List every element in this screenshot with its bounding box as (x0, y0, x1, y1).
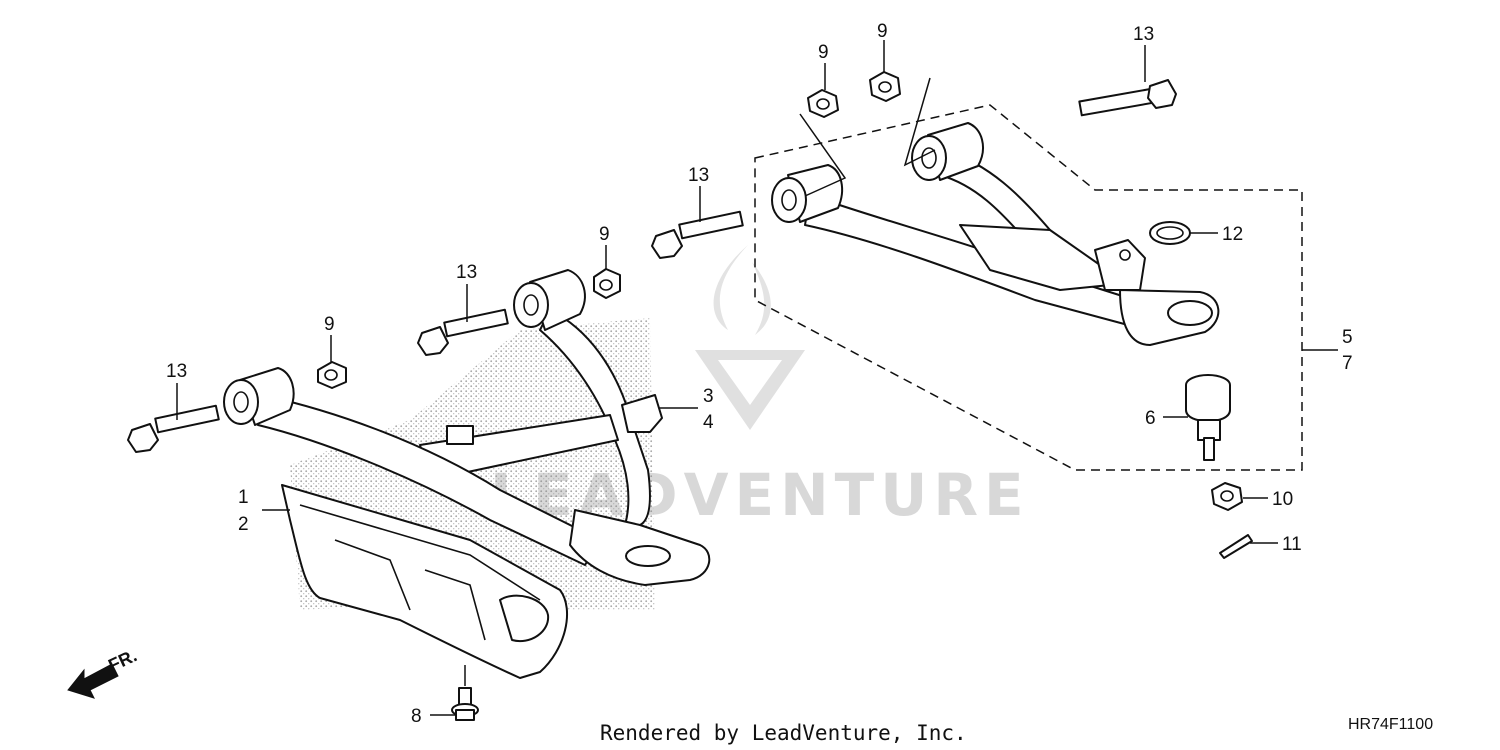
callout-2: 2 (238, 514, 249, 535)
callout-9-b: 9 (599, 224, 610, 245)
nut-b (593, 268, 621, 299)
bolt-a (127, 404, 220, 453)
assembly-group-outline (754, 104, 1303, 471)
ball-joint (1185, 374, 1231, 461)
callout-13-a: 13 (166, 361, 187, 382)
footer-credit: Rendered by LeadVenture, Inc. (600, 721, 967, 745)
callout-8: 8 (411, 706, 422, 727)
upper-arm-front-bushing-bore (781, 189, 797, 211)
snap-ring (1149, 221, 1191, 245)
lower-arm-ball-seat (625, 545, 671, 567)
upper-arm-ball-seat (1167, 300, 1213, 326)
callout-6: 6 (1145, 408, 1156, 429)
lower-arm-front-bushing-face (223, 379, 259, 425)
callout-7: 7 (1342, 353, 1353, 374)
watermark-flame-icon (713, 245, 771, 335)
skid-plate (281, 484, 569, 679)
callout-13-d: 13 (1133, 24, 1154, 45)
callout-9-c: 9 (818, 42, 829, 63)
nut-c (807, 89, 839, 118)
flange-bolt (451, 687, 479, 721)
lower-arm-mount-tab (446, 425, 474, 445)
snap-ring-inner (1156, 226, 1184, 240)
castle-nut (1211, 482, 1243, 511)
bolt-c (651, 210, 744, 259)
upper-arm-shock-bracket (1094, 239, 1146, 291)
upper-arm-front-bushing-face (771, 177, 807, 223)
front-arrow-icon (67, 663, 119, 699)
lower-arm-rear-bushing-face (513, 282, 549, 328)
callout-9-d: 9 (877, 21, 888, 42)
callout-5: 5 (1342, 327, 1353, 348)
lower-arm-front-bushing-bore (233, 391, 249, 413)
skid-plate-pocket (499, 594, 550, 643)
watermark-v-icon (695, 350, 805, 430)
callout-13-c: 13 (688, 165, 709, 186)
callout-4: 4 (703, 412, 714, 433)
hardware (127, 71, 1253, 721)
upper-arm-shock-hole (1119, 249, 1131, 261)
lower-arm-bracket (621, 394, 663, 433)
cotter-pin (1219, 534, 1253, 559)
upper-arm-rear-bushing-face (911, 135, 947, 181)
bolt-b (417, 308, 509, 356)
lower-arm-assembly (223, 269, 711, 679)
upper-arm-assembly (754, 104, 1303, 471)
upper-arm-rear-bushing-bore (921, 147, 937, 169)
callout-13-b: 13 (456, 262, 477, 283)
front-direction-indicator: FR. (67, 645, 140, 699)
nut-a (317, 361, 347, 389)
bolt-d (1078, 79, 1177, 117)
callout-1: 1 (238, 487, 249, 508)
leader-lines (176, 40, 1338, 716)
diagram-code: HR74F1100 (1348, 716, 1433, 733)
skid-plate-rib-3 (424, 569, 486, 641)
nut-d (869, 71, 901, 102)
callouts: 1 2 3 4 5 6 7 8 9 9 9 9 10 11 12 13 13 1… (166, 21, 1353, 727)
callout-12: 12 (1222, 224, 1243, 245)
callout-10: 10 (1272, 489, 1293, 510)
skid-plate-rib-1 (299, 504, 541, 601)
lower-arm-rear-bushing-bore (523, 294, 539, 316)
callout-11: 11 (1282, 534, 1302, 555)
skid-plate-rib-2 (334, 539, 411, 611)
callout-3: 3 (703, 386, 714, 407)
callout-9-a: 9 (324, 314, 335, 335)
